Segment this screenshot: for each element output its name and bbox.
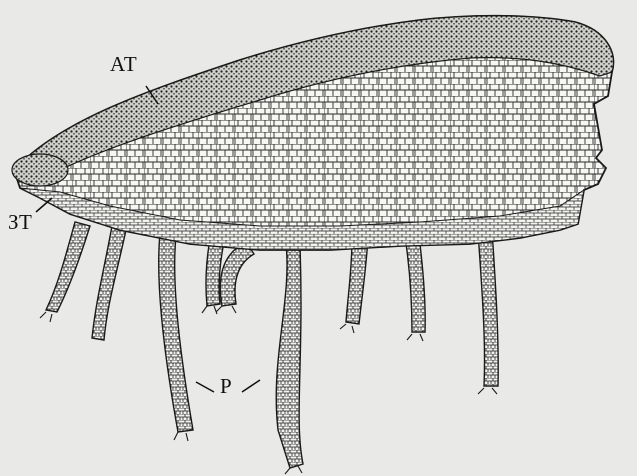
rhizoid-6	[276, 244, 303, 468]
rhizoid-9	[478, 230, 498, 386]
rhizoid-1	[46, 222, 90, 312]
label-assimilation-tissue: АТ	[110, 54, 137, 75]
leader-r-right	[242, 380, 260, 392]
rhizoid-8	[405, 236, 425, 332]
rhizoid-2	[92, 226, 126, 340]
label-storage-tissue: ЗТ	[8, 212, 32, 233]
thallus-tip	[12, 154, 68, 186]
thallus-body	[12, 16, 613, 250]
rhizoid-5	[220, 242, 254, 306]
rhizoids	[40, 222, 498, 474]
leader-r-left	[196, 382, 214, 392]
rhizoid-3	[159, 234, 193, 432]
rhizoid-7	[346, 238, 368, 324]
label-rhizoids: Р	[220, 376, 232, 397]
